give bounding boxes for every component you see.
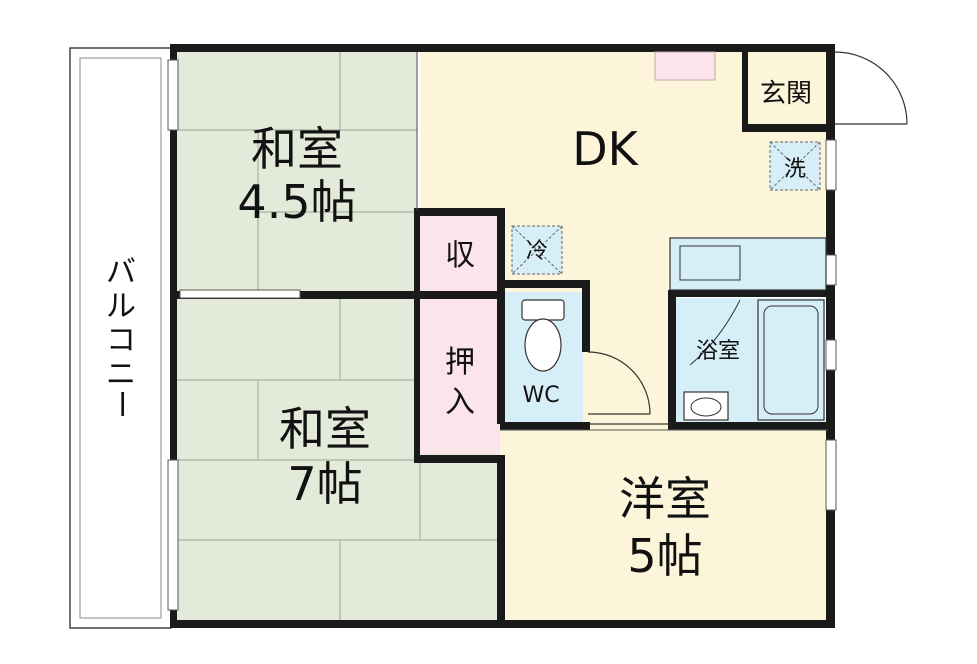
entrance-label: 玄関 xyxy=(760,79,812,109)
washitsu-large-name: 和室 xyxy=(279,402,371,456)
balcony-label: バ ル コ ニ ー xyxy=(103,255,138,419)
oshiire-label-1: 押 xyxy=(445,345,475,380)
washitsu-small-name: 和室 xyxy=(251,122,343,176)
balcony-char-4: ニ xyxy=(106,357,136,392)
balcony-char-1: バ xyxy=(106,255,136,290)
youshitsu-name: 洋室 xyxy=(619,472,711,526)
balcony-inner-line xyxy=(79,57,162,619)
washbasin xyxy=(683,391,729,421)
washitsu-small-size: 4.5帖 xyxy=(237,175,356,229)
kitchen-counter xyxy=(669,237,827,291)
washitsu-small-floor xyxy=(176,50,418,293)
bath-label: 浴室 xyxy=(696,339,740,364)
tatami-lines xyxy=(176,50,500,623)
wc-label: WC xyxy=(522,383,559,408)
washitsu-large-size: 7帖 xyxy=(287,457,362,511)
youshitsu-floor xyxy=(500,428,829,623)
shuu-label: 収 xyxy=(445,238,475,273)
toilet xyxy=(521,299,565,372)
fridge-space xyxy=(511,225,563,275)
walls xyxy=(170,44,835,628)
fridge-label: 冷 xyxy=(526,239,548,264)
youshitsu-size: 5帖 xyxy=(627,529,702,583)
dk-name: DK xyxy=(572,122,639,176)
washer-space xyxy=(769,141,821,191)
balcony-char-2: ル xyxy=(106,289,136,324)
dk-cabinet xyxy=(654,51,716,81)
kitchen-sink xyxy=(679,245,741,281)
doors xyxy=(587,51,908,425)
oshiire-closet-floor xyxy=(420,296,500,454)
oshiire-label-2: 入 xyxy=(445,385,475,420)
balcony xyxy=(69,47,172,629)
balcony-char-3: コ xyxy=(106,323,136,358)
shuu-closet-floor xyxy=(420,216,500,291)
entrance-floor xyxy=(750,50,825,130)
balcony-outline xyxy=(69,47,172,629)
bathtub xyxy=(757,299,825,421)
bath-door-curve xyxy=(689,299,741,366)
washer-label: 洗 xyxy=(784,157,806,182)
balcony-char-5: ー xyxy=(103,389,138,419)
